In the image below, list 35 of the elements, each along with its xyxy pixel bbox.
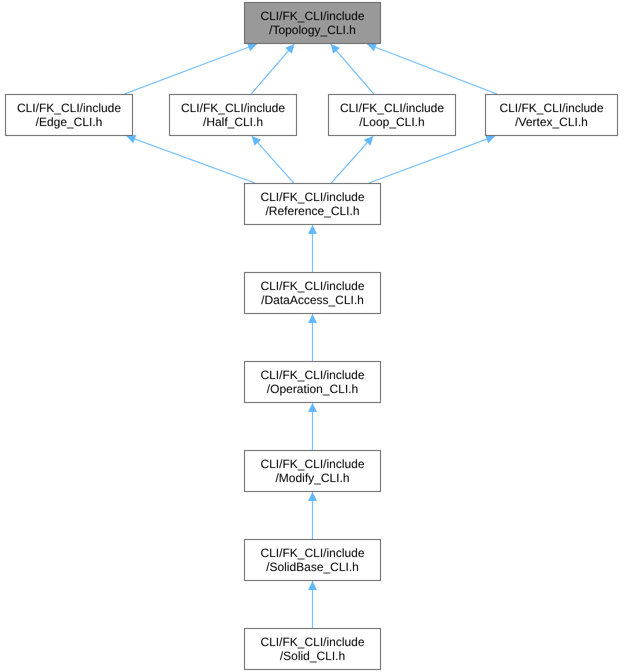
file-box (169, 94, 297, 136)
file-box (244, 272, 381, 314)
file-box (244, 450, 381, 492)
file-box (244, 2, 381, 44)
arrow (308, 224, 317, 272)
arrow (308, 492, 317, 540)
file-box (485, 94, 618, 136)
arrow (308, 402, 317, 450)
arrow (366, 43, 498, 94)
file-path: CLI/FK_CLI/include /Topology_CLI.h (259, 9, 366, 37)
arrow (308, 314, 317, 362)
arrow (251, 136, 294, 184)
file-box (5, 94, 133, 136)
arrow (308, 580, 317, 628)
arrow (124, 42, 258, 94)
file-path: CLI/FK_CLI/include /Loop_CLI.h (338, 101, 446, 129)
file-path: CLI/FK_CLI/include /Vertex_CLI.h (498, 101, 605, 129)
file-path: CLI/FK_CLI/include /Modify_CLI.h (259, 457, 366, 485)
file-path: CLI/FK_CLI/include /DataAccess_CLI.h (259, 279, 366, 307)
arrow (330, 44, 374, 94)
file-path: CLI/FK_CLI/include /Reference_CLI.h (259, 190, 366, 218)
file-box (244, 183, 381, 225)
arrow (368, 134, 496, 184)
file-path: CLI/FK_CLI/include /SolidBase_CLI.h (259, 546, 366, 574)
file-box (244, 361, 381, 403)
file-box (244, 628, 381, 670)
file-box (244, 539, 381, 581)
file-path: CLI/FK_CLI/include /Half_CLI.h (180, 101, 286, 129)
file-box (328, 94, 456, 136)
file-path: CLI/FK_CLI/include /Solid_CLI.h (259, 635, 366, 663)
file-path: CLI/FK_CLI/include /Edge_CLI.h (16, 101, 122, 129)
file-path: CLI/FK_CLI/include /Operation_CLI.h (259, 368, 366, 396)
arrow (126, 134, 256, 184)
arrow (250, 44, 295, 94)
arrow (330, 136, 374, 184)
